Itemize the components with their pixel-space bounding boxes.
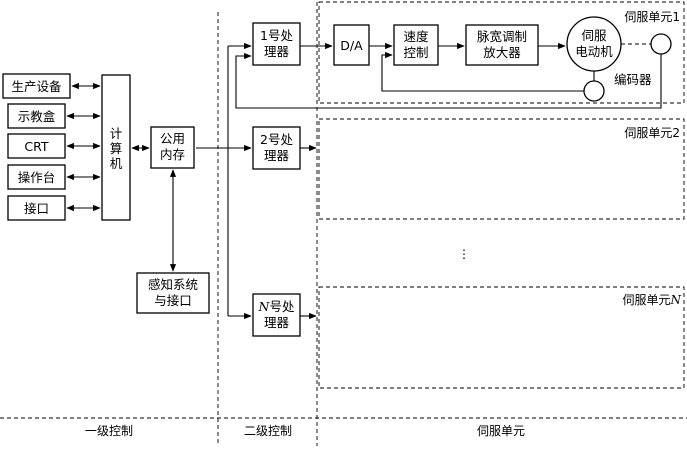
interface-box [7, 195, 66, 221]
pwm-amplifier-text-2: 放大器 [483, 45, 521, 60]
processor-2-text-2: 理器 [264, 148, 290, 163]
label-level2-control: 二级控制 [244, 424, 292, 438]
processor-2-text-1: 2号处 [260, 132, 293, 147]
interface-text: 接口 [24, 201, 49, 216]
crt-text: CRT [24, 139, 49, 154]
pwm-amplifier-box [465, 24, 539, 66]
tacho-encoder-circle [583, 80, 605, 102]
processor-n-text-2: 理器 [264, 315, 290, 330]
velocity-feedback-line [381, 51, 584, 92]
sensing-system-text-1: 感知系统 [148, 277, 198, 292]
more-units-ellipsis: ⋮ [458, 247, 470, 261]
computer-box [101, 74, 131, 221]
speed-control-text-1: 速度 [403, 29, 429, 44]
position-encoder-circle [650, 33, 672, 55]
production-equipment-text: 生产设备 [11, 79, 62, 94]
processor-n-italic: N [258, 299, 271, 314]
position-feedback-line [235, 52, 662, 109]
processor-n-text-1: N号处 [258, 299, 295, 314]
computer-text-1: 计 [110, 126, 123, 141]
label-level1-control: 一级控制 [85, 424, 133, 438]
da-text: D/A [340, 38, 363, 53]
shared-memory-text-1: 公用 [160, 131, 185, 146]
servo-unit-n-label: 伺服单元N [622, 293, 681, 307]
speed-control-text-2: 控制 [403, 45, 428, 60]
label-servo-unit: 伺服单元 [477, 424, 525, 438]
operator-panel-box [7, 164, 66, 190]
teach-box-box [7, 103, 66, 129]
servo-unit-n-region [318, 286, 685, 389]
encoder-label: 编码器 [614, 72, 652, 87]
processor-1-text-1: 1号处 [260, 28, 293, 43]
processor-2-box [252, 126, 301, 170]
servo-unit-1-region [318, 1, 685, 104]
servo-unit-2-region [318, 118, 685, 220]
computer-text-2: 算 [110, 141, 123, 156]
servo-unit-n-prefix: 伺服单元 [622, 293, 670, 307]
da-box [333, 24, 370, 66]
operator-panel-text: 操作台 [18, 170, 56, 185]
servo-unit-2-label: 伺服单元2 [624, 126, 680, 140]
speed-control-box [393, 24, 439, 66]
processor-n-box [252, 293, 301, 337]
teach-box-text: 示教盒 [18, 109, 56, 124]
sensing-system-text-2: 与接口 [154, 293, 192, 308]
shared-memory-box [150, 126, 195, 169]
production-equipment-box [2, 73, 71, 99]
crt-box [7, 133, 66, 159]
shared-memory-text-2: 内存 [160, 147, 185, 162]
sensing-system-box [136, 272, 210, 314]
servo-unit-1-label: 伺服单元1 [624, 10, 680, 24]
processor-1-text-2: 理器 [264, 44, 290, 59]
pwm-amplifier-text-1: 脉宽调制 [477, 29, 527, 44]
servo-unit-n-italic: N [670, 293, 682, 307]
servo-motor-text-1: 伺服 [581, 28, 607, 43]
computer-text-3: 机 [110, 156, 123, 171]
processor-1-box [252, 22, 301, 66]
servo-motor-text-2: 电动机 [575, 44, 613, 59]
processor-n-suffix: 号处 [269, 299, 295, 314]
